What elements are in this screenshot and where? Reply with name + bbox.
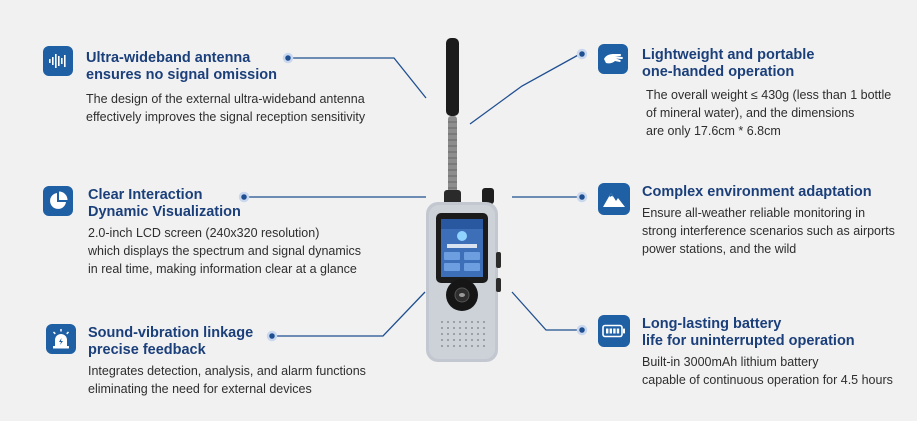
antenna-neck (448, 116, 457, 198)
connector-dot (266, 330, 278, 342)
feature-description: which displays the spectrum and signal d… (88, 244, 362, 258)
connector-dot (576, 48, 588, 60)
connector-dot (282, 52, 294, 64)
pie-chart-icon (43, 186, 73, 216)
side-button (496, 278, 501, 292)
feature-title: precise feedback (88, 342, 206, 358)
handheld-detector-device (426, 38, 501, 362)
feature-description: strong interference scenarios such as ai… (642, 224, 895, 238)
feature-title: one-handed operation (642, 64, 795, 80)
hand-icon (598, 44, 628, 74)
knob-icon (482, 188, 494, 204)
feature-description: power stations, and the wild (642, 242, 797, 256)
feature-title: Ultra-wideband antenna (86, 50, 251, 66)
feature-description: capable of continuous operation for 4.5 … (642, 373, 893, 387)
mountain-icon (598, 183, 630, 215)
feature-title: Lightweight and portable (642, 47, 815, 63)
alarm-light-icon (46, 324, 76, 354)
side-button (496, 252, 501, 268)
feature-description: Ensure all-weather reliable monitoring i… (642, 206, 866, 220)
connector-dot (238, 191, 250, 203)
feature-description: in real time, making information clear a… (88, 262, 357, 276)
connector-battery (511, 291, 582, 331)
connector-dot (576, 324, 588, 336)
connector-antenna (288, 57, 427, 99)
waveform-icon (43, 46, 73, 76)
feature-title: Clear Interaction (88, 187, 203, 203)
speaker-grill (441, 321, 485, 347)
feature-title: life for uninterrupted operation (642, 333, 855, 349)
feature-title: ensures no signal omission (86, 67, 277, 83)
feature-description: are only 17.6cm * 6.8cm (646, 124, 781, 138)
feature-title: Dynamic Visualization (88, 204, 241, 220)
feature-description: The overall weight ≤ 430g (less than 1 b… (646, 88, 892, 102)
battery-icon (598, 315, 630, 347)
feature-description: 2.0-inch LCD screen (240x320 resolution) (88, 226, 320, 240)
feature-description: effectively improves the signal receptio… (86, 110, 366, 124)
feature-description: eliminating the need for external device… (88, 382, 312, 396)
feature-title: Long-lasting battery (642, 316, 782, 332)
antenna-tip (446, 38, 459, 116)
feature-description: of mineral water), and the dimensions (646, 106, 855, 120)
connector-feedback (272, 291, 426, 337)
feature-title: Complex environment adaptation (642, 184, 872, 200)
feature-description: Integrates detection, analysis, and alar… (88, 364, 366, 378)
feature-title: Sound-vibration linkage (88, 325, 254, 341)
feature-description: The design of the external ultra-wideban… (86, 92, 365, 106)
connector-dot (576, 191, 588, 203)
connector-portable (469, 53, 581, 125)
feature-description: Built-in 3000mAh lithium battery (642, 355, 819, 369)
